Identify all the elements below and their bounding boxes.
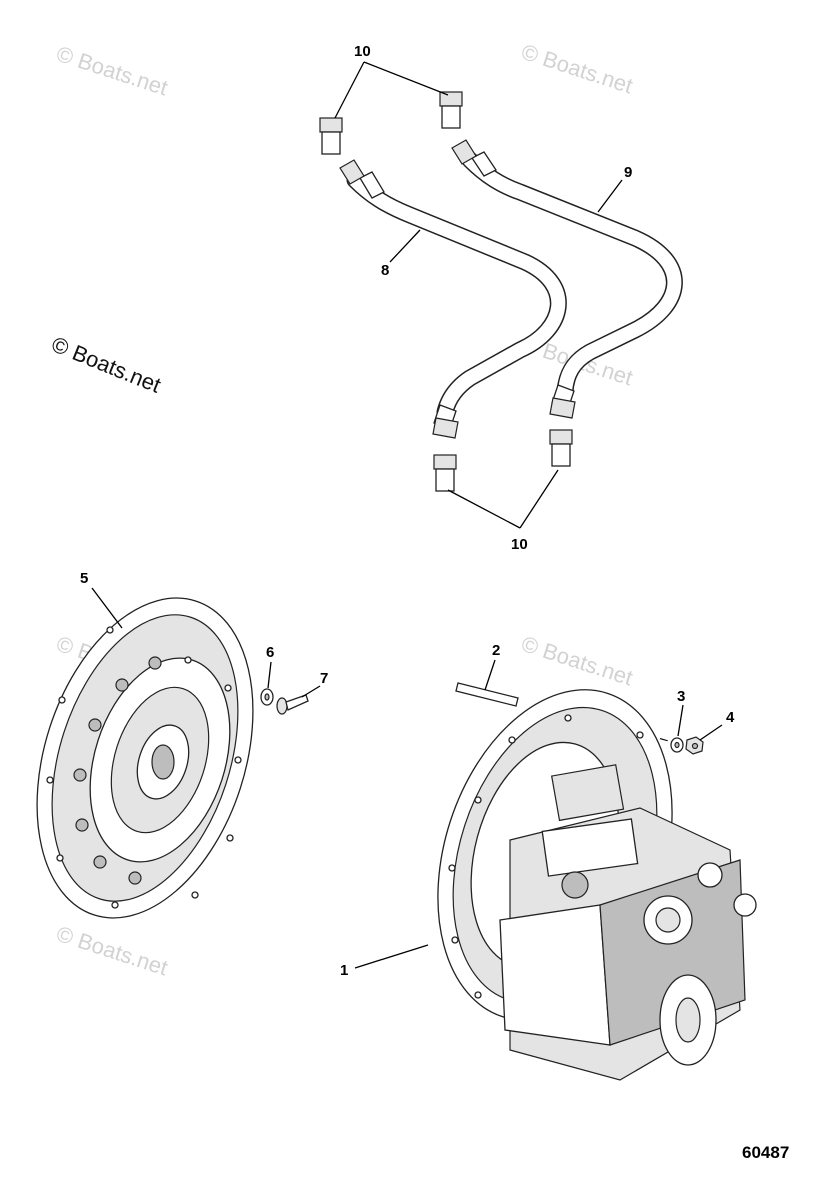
- callout-10-top: 10: [354, 43, 371, 60]
- watermark-top-left: © Boats.net: [53, 41, 170, 100]
- callout-8: 8: [381, 262, 389, 279]
- callout-4: 4: [726, 709, 735, 726]
- callout-2: 2: [492, 642, 500, 659]
- watermark-top-right: © Boats.net: [518, 39, 635, 98]
- fitting-top-left: [319, 117, 343, 155]
- watermark-bottom-left: © Boats.net: [53, 921, 170, 980]
- callout-1: 1: [340, 962, 348, 979]
- leaders-lower: [91, 587, 723, 969]
- hose-8: [339, 159, 567, 439]
- washer: [260, 688, 274, 706]
- callout-9: 9: [624, 164, 632, 181]
- nut: [685, 736, 704, 755]
- fitting-bottom-left: [433, 454, 457, 492]
- callout-5: 5: [80, 570, 88, 587]
- watermark-right-trans: © Boats.net: [518, 631, 635, 690]
- callout-7: 7: [320, 670, 328, 687]
- lock-washer: [670, 737, 684, 753]
- callout-10-bottom: 10: [511, 536, 528, 553]
- callout-6: 6: [266, 644, 274, 661]
- callout-3: 3: [677, 688, 685, 705]
- hose-9: [451, 139, 683, 419]
- leaders-hoses: [334, 61, 623, 529]
- transmission: [437, 689, 757, 1081]
- fitting-bottom-right: [549, 429, 573, 467]
- bolt: [276, 694, 309, 715]
- callout-labels: 10 9 8 10 5 2 6 7 3 4 1: [80, 43, 735, 979]
- drive-plate: [36, 597, 254, 919]
- fitting-top-right: [439, 91, 463, 129]
- figure-number: 60487: [742, 1143, 789, 1162]
- watermark-main: © Boats.net: [48, 331, 164, 397]
